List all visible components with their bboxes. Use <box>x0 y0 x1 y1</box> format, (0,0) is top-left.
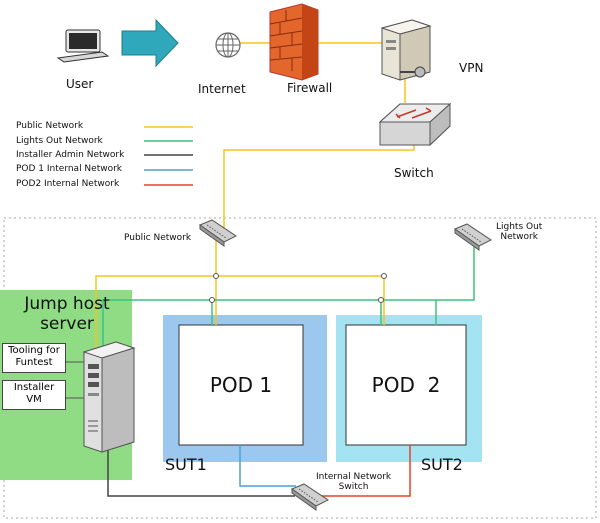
firewall-icon <box>269 3 319 81</box>
pod2-box <box>345 324 467 446</box>
laptop-icon <box>56 29 110 63</box>
legend-lines <box>144 126 193 186</box>
pod1-box <box>178 324 304 446</box>
sut1-label: SUT1 <box>165 455 207 474</box>
lights-out-bus <box>102 240 475 352</box>
jump-host-title-line1: Jump host <box>24 294 110 314</box>
switch-icon <box>378 102 452 147</box>
public-network-switch-icon <box>198 219 237 247</box>
internal-label-line1: Internal Network <box>316 472 392 482</box>
vpn-label: VPN <box>459 61 484 75</box>
lights-out-switch-icon <box>453 223 492 251</box>
lab-boundary <box>3 217 597 519</box>
internal-switch-label: Internal Network Switch <box>316 472 391 493</box>
legend-pod2-label: POD2 Internal Network <box>16 179 120 189</box>
user-label: User <box>66 77 94 91</box>
arrow-right-icon <box>121 18 179 68</box>
tooling-box: Tooling for Funtest <box>2 343 66 373</box>
pod2-internal-line <box>320 445 411 497</box>
lights-out-switch-label: Lights Out Network <box>496 222 542 243</box>
key-icon <box>414 66 426 78</box>
legend-admin-label: Installer Admin Network <box>16 150 125 160</box>
legend-pod1-label: POD 1 Internal Network <box>16 164 123 174</box>
tooling-line1: Tooling for <box>8 345 60 356</box>
jump-host-title: Jump host server <box>8 294 126 334</box>
tooling-line2: Funtest <box>15 356 53 368</box>
admin-line <box>107 448 295 497</box>
installer-box: Installer VM <box>2 380 66 410</box>
sut2-label: SUT2 <box>421 455 463 474</box>
pod1-label: POD 1 <box>209 373 273 397</box>
jump-host-title-line2: server <box>40 314 94 334</box>
junction-dot <box>209 297 215 303</box>
lights-out-label-line2: Network <box>500 232 538 243</box>
internal-network-switch-icon <box>290 483 329 511</box>
vpn-server-icon <box>380 19 432 81</box>
junction-dot <box>213 273 219 279</box>
junction-dot <box>378 297 384 303</box>
legend-public-label: Public Network <box>16 121 84 131</box>
internal-label-line2: Switch <box>338 482 369 493</box>
globe-icon <box>215 32 241 58</box>
pod1-internal-line <box>239 445 296 487</box>
pod2-label: POD 2 <box>371 373 441 397</box>
switch-to-public-line <box>223 145 415 228</box>
lights-out-label-line1: Lights Out <box>496 222 543 232</box>
server-tower-icon <box>82 341 136 453</box>
junction-dot <box>381 273 387 279</box>
installer-line2: VM <box>26 393 42 405</box>
legend-lights-out-label: Lights Out Network <box>16 136 103 146</box>
public-network-switch-label: Public Network <box>124 233 192 243</box>
installer-line1: Installer <box>13 382 55 393</box>
internet-label: Internet <box>198 82 246 96</box>
switch-label: Switch <box>394 166 434 180</box>
firewall-label: Firewall <box>287 81 333 95</box>
